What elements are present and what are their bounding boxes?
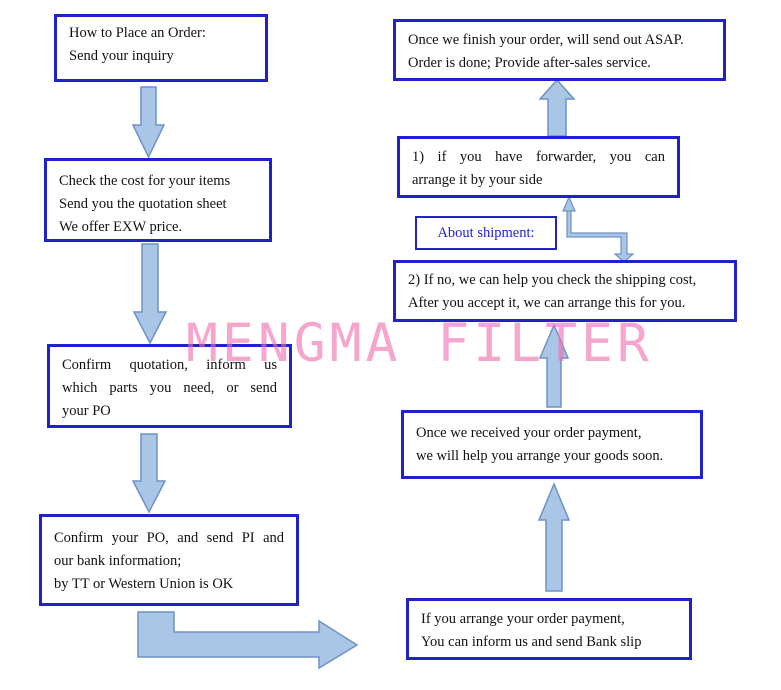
step-text-line: Send your inquiry [69,48,174,64]
about-shipment-label: About shipment: [415,216,557,250]
step-arrange-payment: If you arrange your order payment, You c… [406,598,692,660]
arrow-up-2 [538,323,570,408]
step-order-done: Once we finish your order, will send out… [393,19,726,81]
step-text-line: Order is done; Provide after-sales servi… [408,55,651,71]
step-text-line: our bank information; [54,553,182,569]
step-text-line: Check the cost for your items [59,173,231,189]
arrow-up-1 [537,482,571,592]
arrow-down-1 [131,86,166,159]
step-text-line: We offer EXW price. [59,219,183,235]
step-send-inquiry: How to Place an Order: Send your inquiry [54,14,268,82]
step-text-line: Confirm quotation, inform us [62,357,277,373]
step-text-line: How to Place an Order: [69,25,206,41]
step-text-line: You can inform us and send Bank slip [421,634,642,650]
connector-shipment [562,195,635,263]
step-own-forwarder: 1) if you have forwarder, you can arrang… [397,136,680,198]
step-payment-received: Once we received your order payment, we … [401,410,703,479]
step-text-line: Once we received your order payment, [416,425,642,441]
step-text-line: After you accept it, we can arrange this… [408,295,686,311]
about-shipment-text: About shipment: [437,225,535,241]
arrow-up-3 [538,78,576,137]
step-text-line: by TT or Western Union is OK [54,576,234,592]
step-text-line: arrange it by your side [412,172,543,188]
step-text-line: 2) If no, we can help you check the ship… [408,272,697,288]
step-shipping-cost: 2) If no, we can help you check the ship… [393,260,737,322]
arrow-down-3 [131,433,167,514]
step-text-line: your PO [62,403,111,419]
step-text-line: Confirm your PO, and send PI and [54,530,284,546]
arrow-right-turn [137,611,359,670]
step-text-line: Once we finish your order, will send out… [408,32,684,48]
step-text-line: Send you the quotation sheet [59,196,227,212]
step-confirm-quotation: Confirm quotation, inform us which parts… [47,344,292,428]
step-check-cost: Check the cost for your items Send you t… [44,158,272,242]
step-text-line: If you arrange your order payment, [421,611,625,627]
step-text-line: we will help you arrange your goods soon… [416,448,664,464]
step-text-line: 1) if you have forwarder, you can [412,149,665,165]
arrow-down-2 [132,243,168,345]
step-text-line: which parts you need, or send [62,380,277,396]
step-confirm-po: Confirm your PO, and send PI and our ban… [39,514,299,606]
